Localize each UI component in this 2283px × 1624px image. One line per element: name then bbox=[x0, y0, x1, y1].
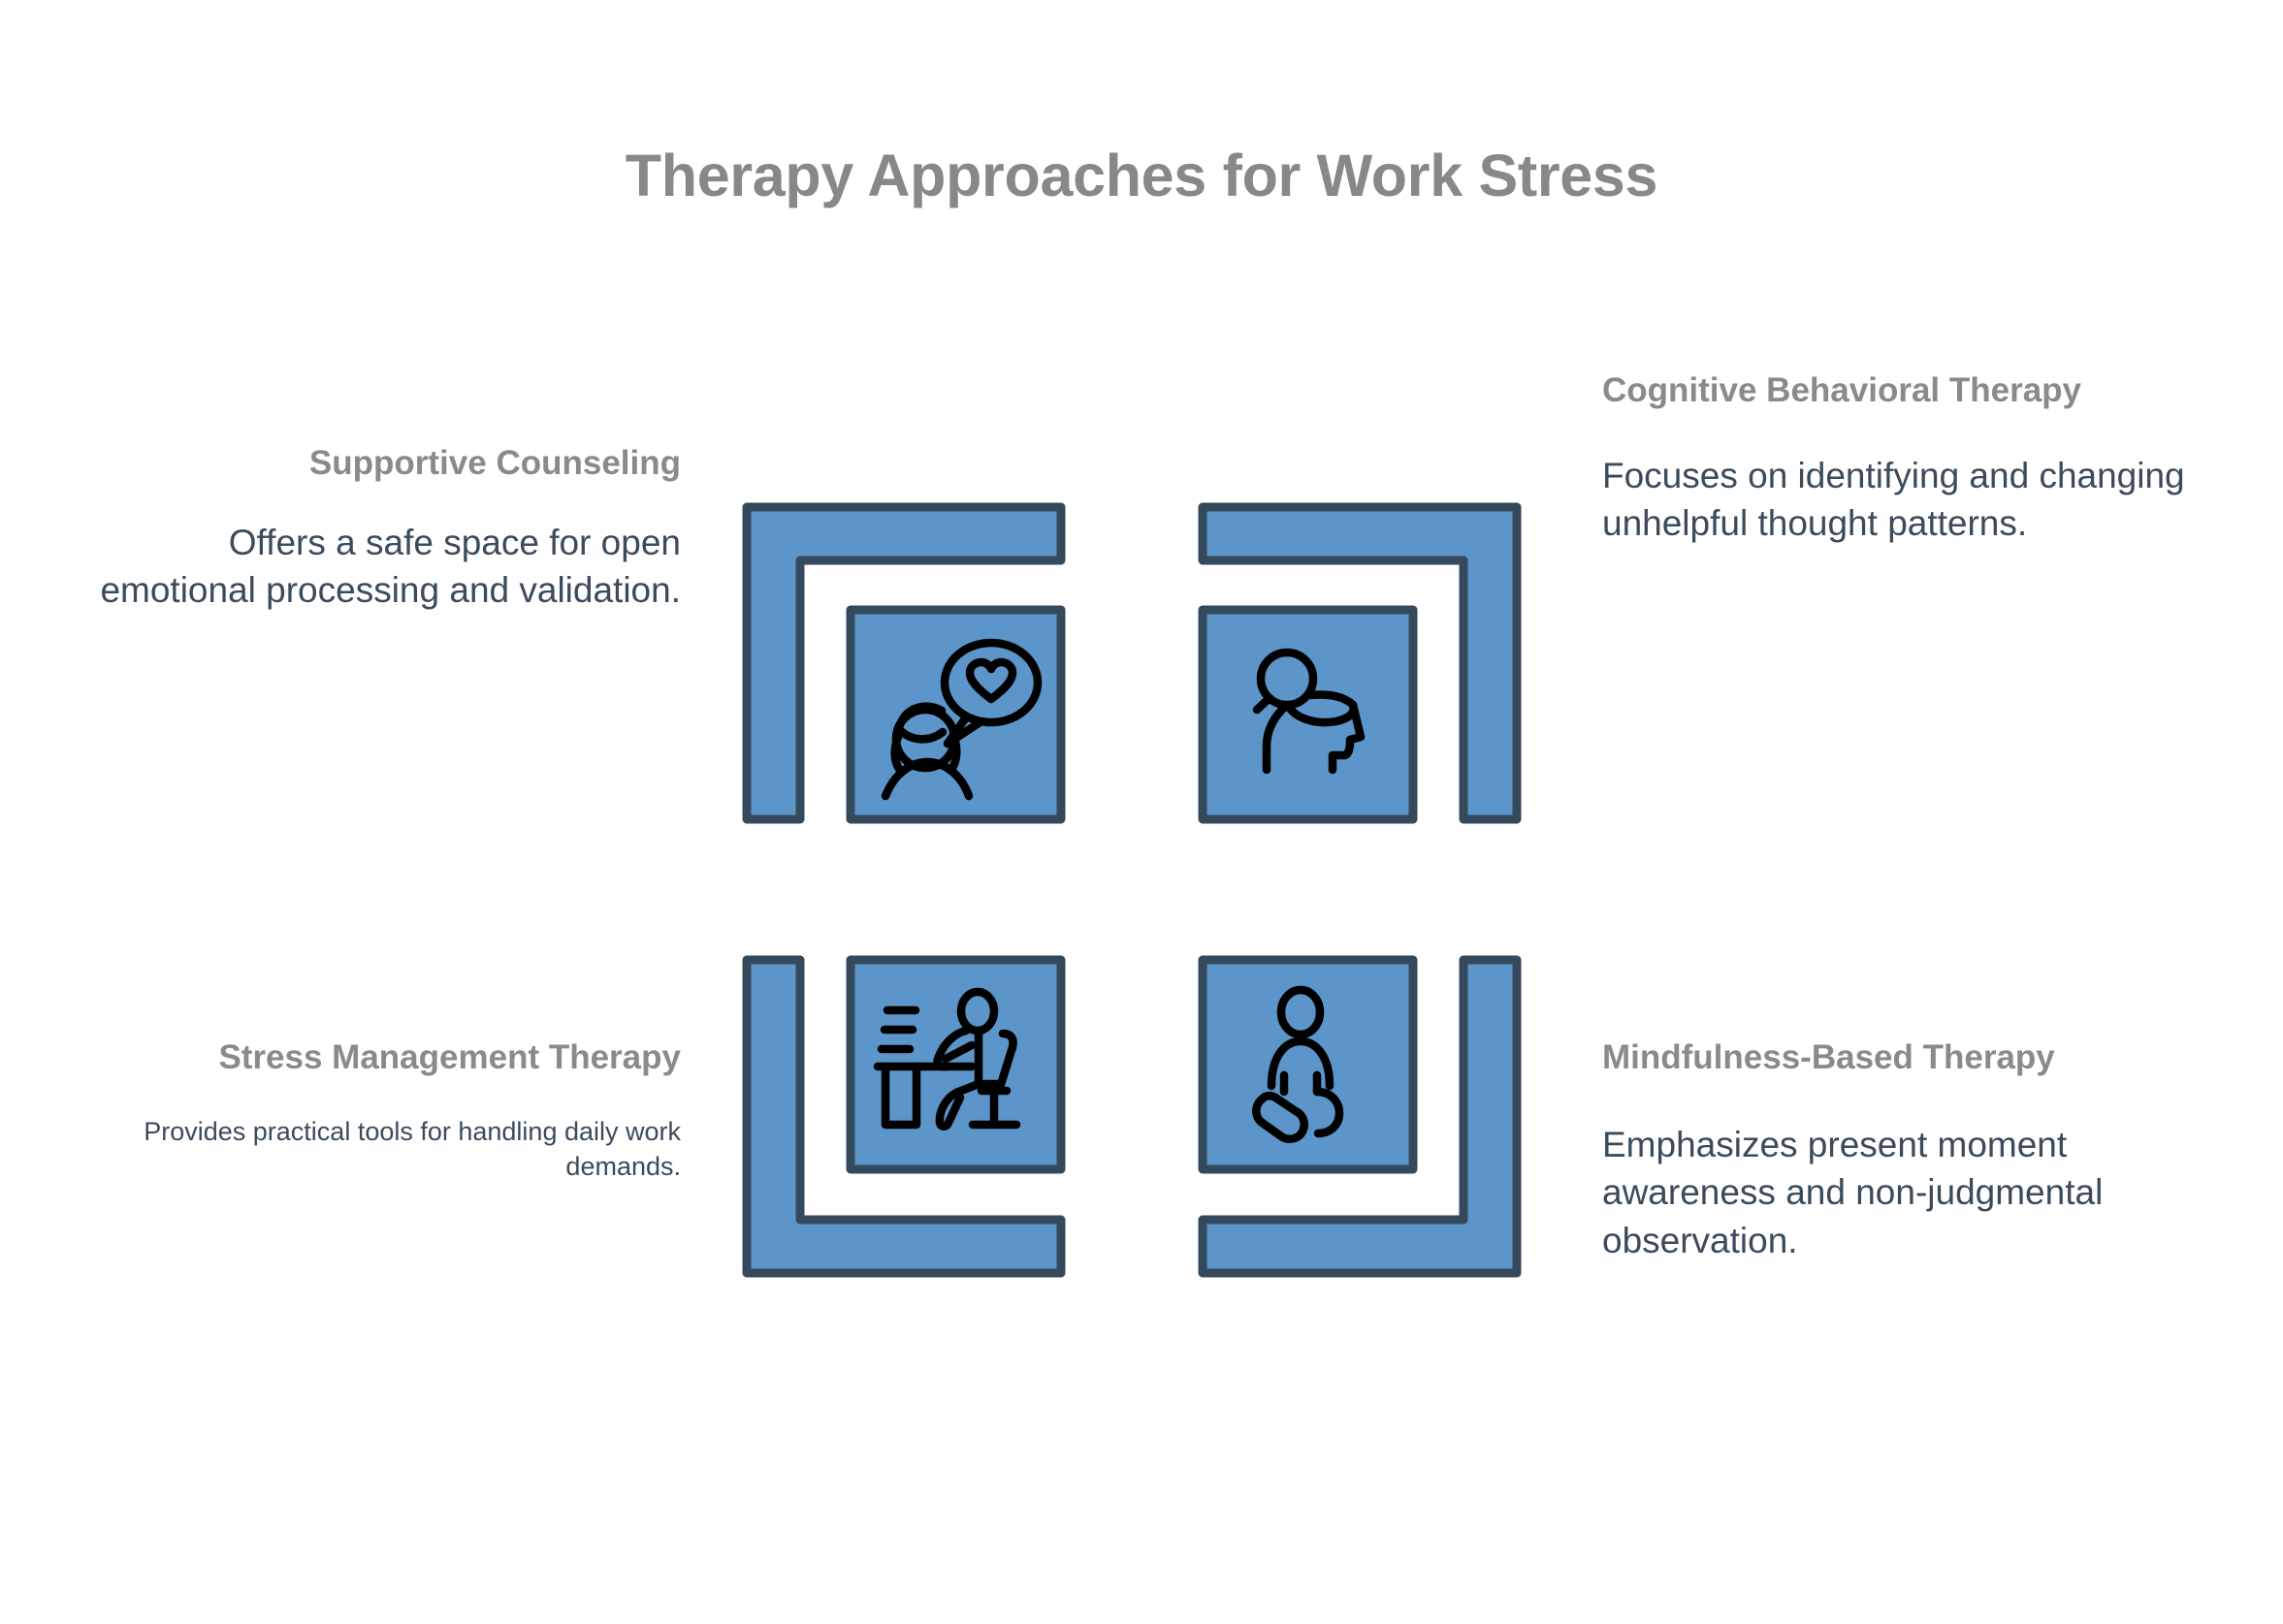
icon-tile-supportive-counseling bbox=[846, 605, 1066, 824]
person-at-desk-icon bbox=[873, 987, 1021, 1130]
quadrant-text-supportive-counseling: Supportive Counseling Offers a safe spac… bbox=[76, 441, 681, 615]
quadrant-heading-stress-management-therapy: Stress Management Therapy bbox=[218, 1038, 681, 1076]
quadrant-heading-supportive-counseling: Supportive Counseling bbox=[308, 444, 681, 482]
quadrant-text-mindfulness-based-therapy: Mindfulness-Based Therapy Emphasizes pre… bbox=[1602, 1035, 2223, 1264]
bracket-corner-bottom-right bbox=[1198, 955, 1522, 1278]
quadrant-graphic-stress-management-therapy[interactable] bbox=[742, 955, 1066, 1278]
quadrant-heading-mindfulness-based-therapy: Mindfulness-Based Therapy bbox=[1602, 1038, 2055, 1076]
page-title: Therapy Approaches for Work Stress bbox=[625, 143, 1658, 208]
quadrant-heading-cognitive-behavioral-therapy: Cognitive Behavioral Therapy bbox=[1602, 371, 2082, 409]
icon-tile-cognitive-behavioral-therapy bbox=[1198, 605, 1418, 824]
quadrant-graphic-mindfulness-based-therapy[interactable] bbox=[1198, 955, 1522, 1278]
quadrant-graphic-supportive-counseling[interactable] bbox=[742, 502, 1066, 824]
quadrant-body-supportive-counseling: Offers a safe space for open emotional p… bbox=[100, 523, 681, 611]
quadrant-text-cognitive-behavioral-therapy: Cognitive Behavioral Therapy Focuses on … bbox=[1602, 368, 2223, 548]
head-profile-magnifier-icon bbox=[1252, 648, 1366, 775]
quadrant-body-cognitive-behavioral-therapy: Focuses on identifying and changing unhe… bbox=[1602, 456, 2185, 544]
person-meditating-lotus-icon bbox=[1252, 985, 1344, 1143]
person-speech-bubble-heart-icon bbox=[881, 638, 1043, 801]
bracket-corner-bottom-left bbox=[742, 955, 1066, 1278]
quadrant-body-mindfulness-based-therapy: Emphasizes present moment awareness and … bbox=[1602, 1125, 2104, 1260]
quadrant-body-stress-management-therapy: Provides practical tools for handling da… bbox=[144, 1117, 681, 1181]
bracket-corner-top-right bbox=[1198, 502, 1522, 824]
bracket-corner-top-left bbox=[742, 502, 1066, 824]
quadrant-text-stress-management-therapy: Stress Management Therapy Provides pract… bbox=[76, 1035, 681, 1184]
quadrant-graphic-cognitive-behavioral-therapy[interactable] bbox=[1198, 502, 1522, 824]
